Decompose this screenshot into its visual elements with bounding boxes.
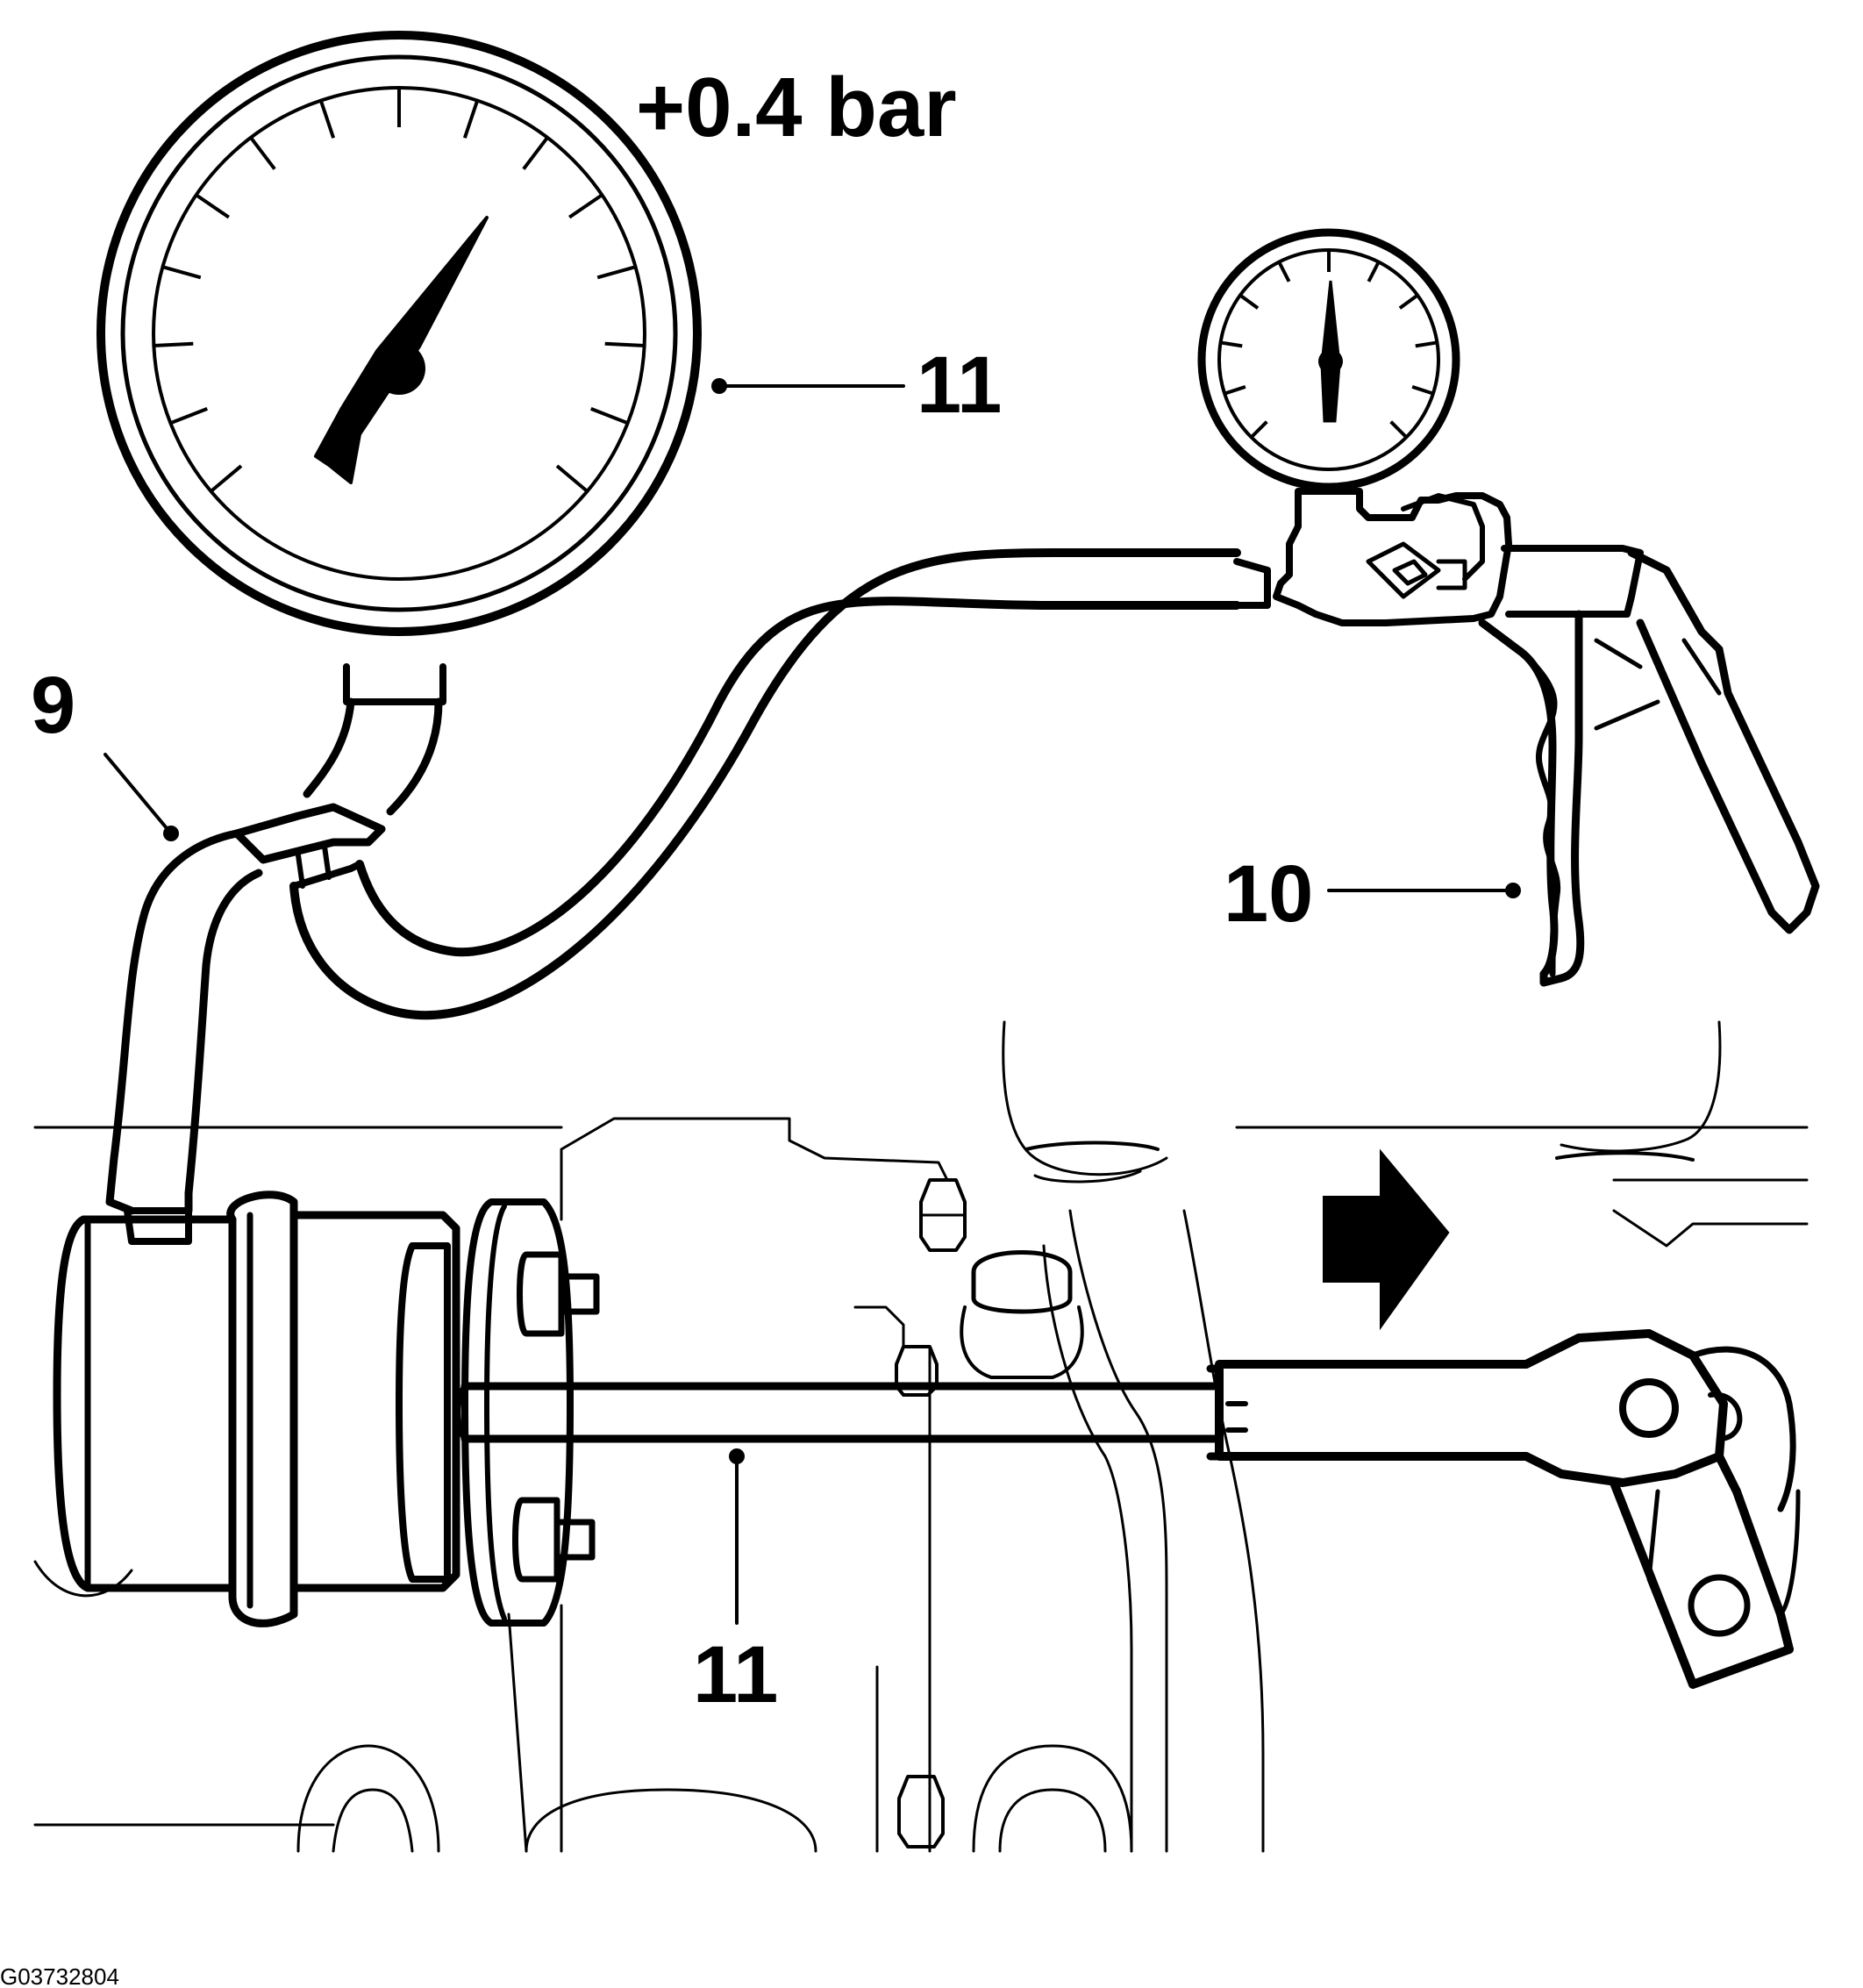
gauge-tick bbox=[1398, 293, 1419, 310]
gauge-tick bbox=[210, 464, 243, 493]
bolt bbox=[919, 1178, 967, 1252]
gauge-tick bbox=[1367, 261, 1381, 282]
gauge-tick bbox=[604, 341, 645, 347]
direction-arrow bbox=[1323, 1148, 1450, 1331]
gauge-tick bbox=[522, 136, 549, 170]
large-pressure-gauge bbox=[96, 31, 702, 705]
gauge-tick bbox=[1238, 293, 1260, 310]
gauge-tick bbox=[153, 341, 194, 347]
gauge-tick bbox=[555, 464, 589, 493]
gauge-tick bbox=[568, 193, 603, 219]
figure-id: G03732804 bbox=[0, 1963, 119, 1988]
gauge-needle-hub bbox=[373, 342, 425, 395]
callout-gauge-11: 11 bbox=[917, 340, 1002, 430]
gauge-tick bbox=[590, 406, 629, 425]
gauge-tick bbox=[1411, 384, 1434, 396]
hand-vacuum-pump bbox=[1197, 228, 1820, 987]
flange-bolt bbox=[512, 1497, 596, 1583]
gauge-tick bbox=[462, 99, 480, 139]
gauge-tick bbox=[169, 406, 208, 425]
gauge-tick bbox=[318, 99, 336, 139]
gauge-tick bbox=[1250, 420, 1268, 439]
test-adapter bbox=[53, 1191, 1801, 1689]
gauge-tick bbox=[1220, 340, 1243, 348]
callout-hose-9: 9 bbox=[31, 661, 75, 750]
cap-bolt bbox=[960, 1250, 1084, 1379]
gauge-tick bbox=[596, 265, 637, 280]
callout-pump-10: 10 bbox=[1224, 849, 1313, 939]
gauge-tick bbox=[161, 265, 202, 280]
gauge-tick bbox=[1224, 384, 1246, 396]
gauge-tick bbox=[1389, 420, 1408, 439]
gauge-tick bbox=[249, 136, 276, 170]
bolt bbox=[897, 1775, 945, 1849]
gauge-tick bbox=[1415, 340, 1438, 348]
callout-leaders bbox=[104, 378, 1521, 1625]
pressure-caption: +0.4 bar bbox=[636, 61, 957, 154]
gauge-tick bbox=[195, 193, 230, 219]
gauge-tick bbox=[1277, 261, 1291, 282]
flange-bolt bbox=[517, 1251, 600, 1337]
callout-rod-11: 11 bbox=[693, 1630, 778, 1720]
bolt bbox=[895, 1345, 939, 1397]
pressure-hose bbox=[105, 548, 1271, 1245]
